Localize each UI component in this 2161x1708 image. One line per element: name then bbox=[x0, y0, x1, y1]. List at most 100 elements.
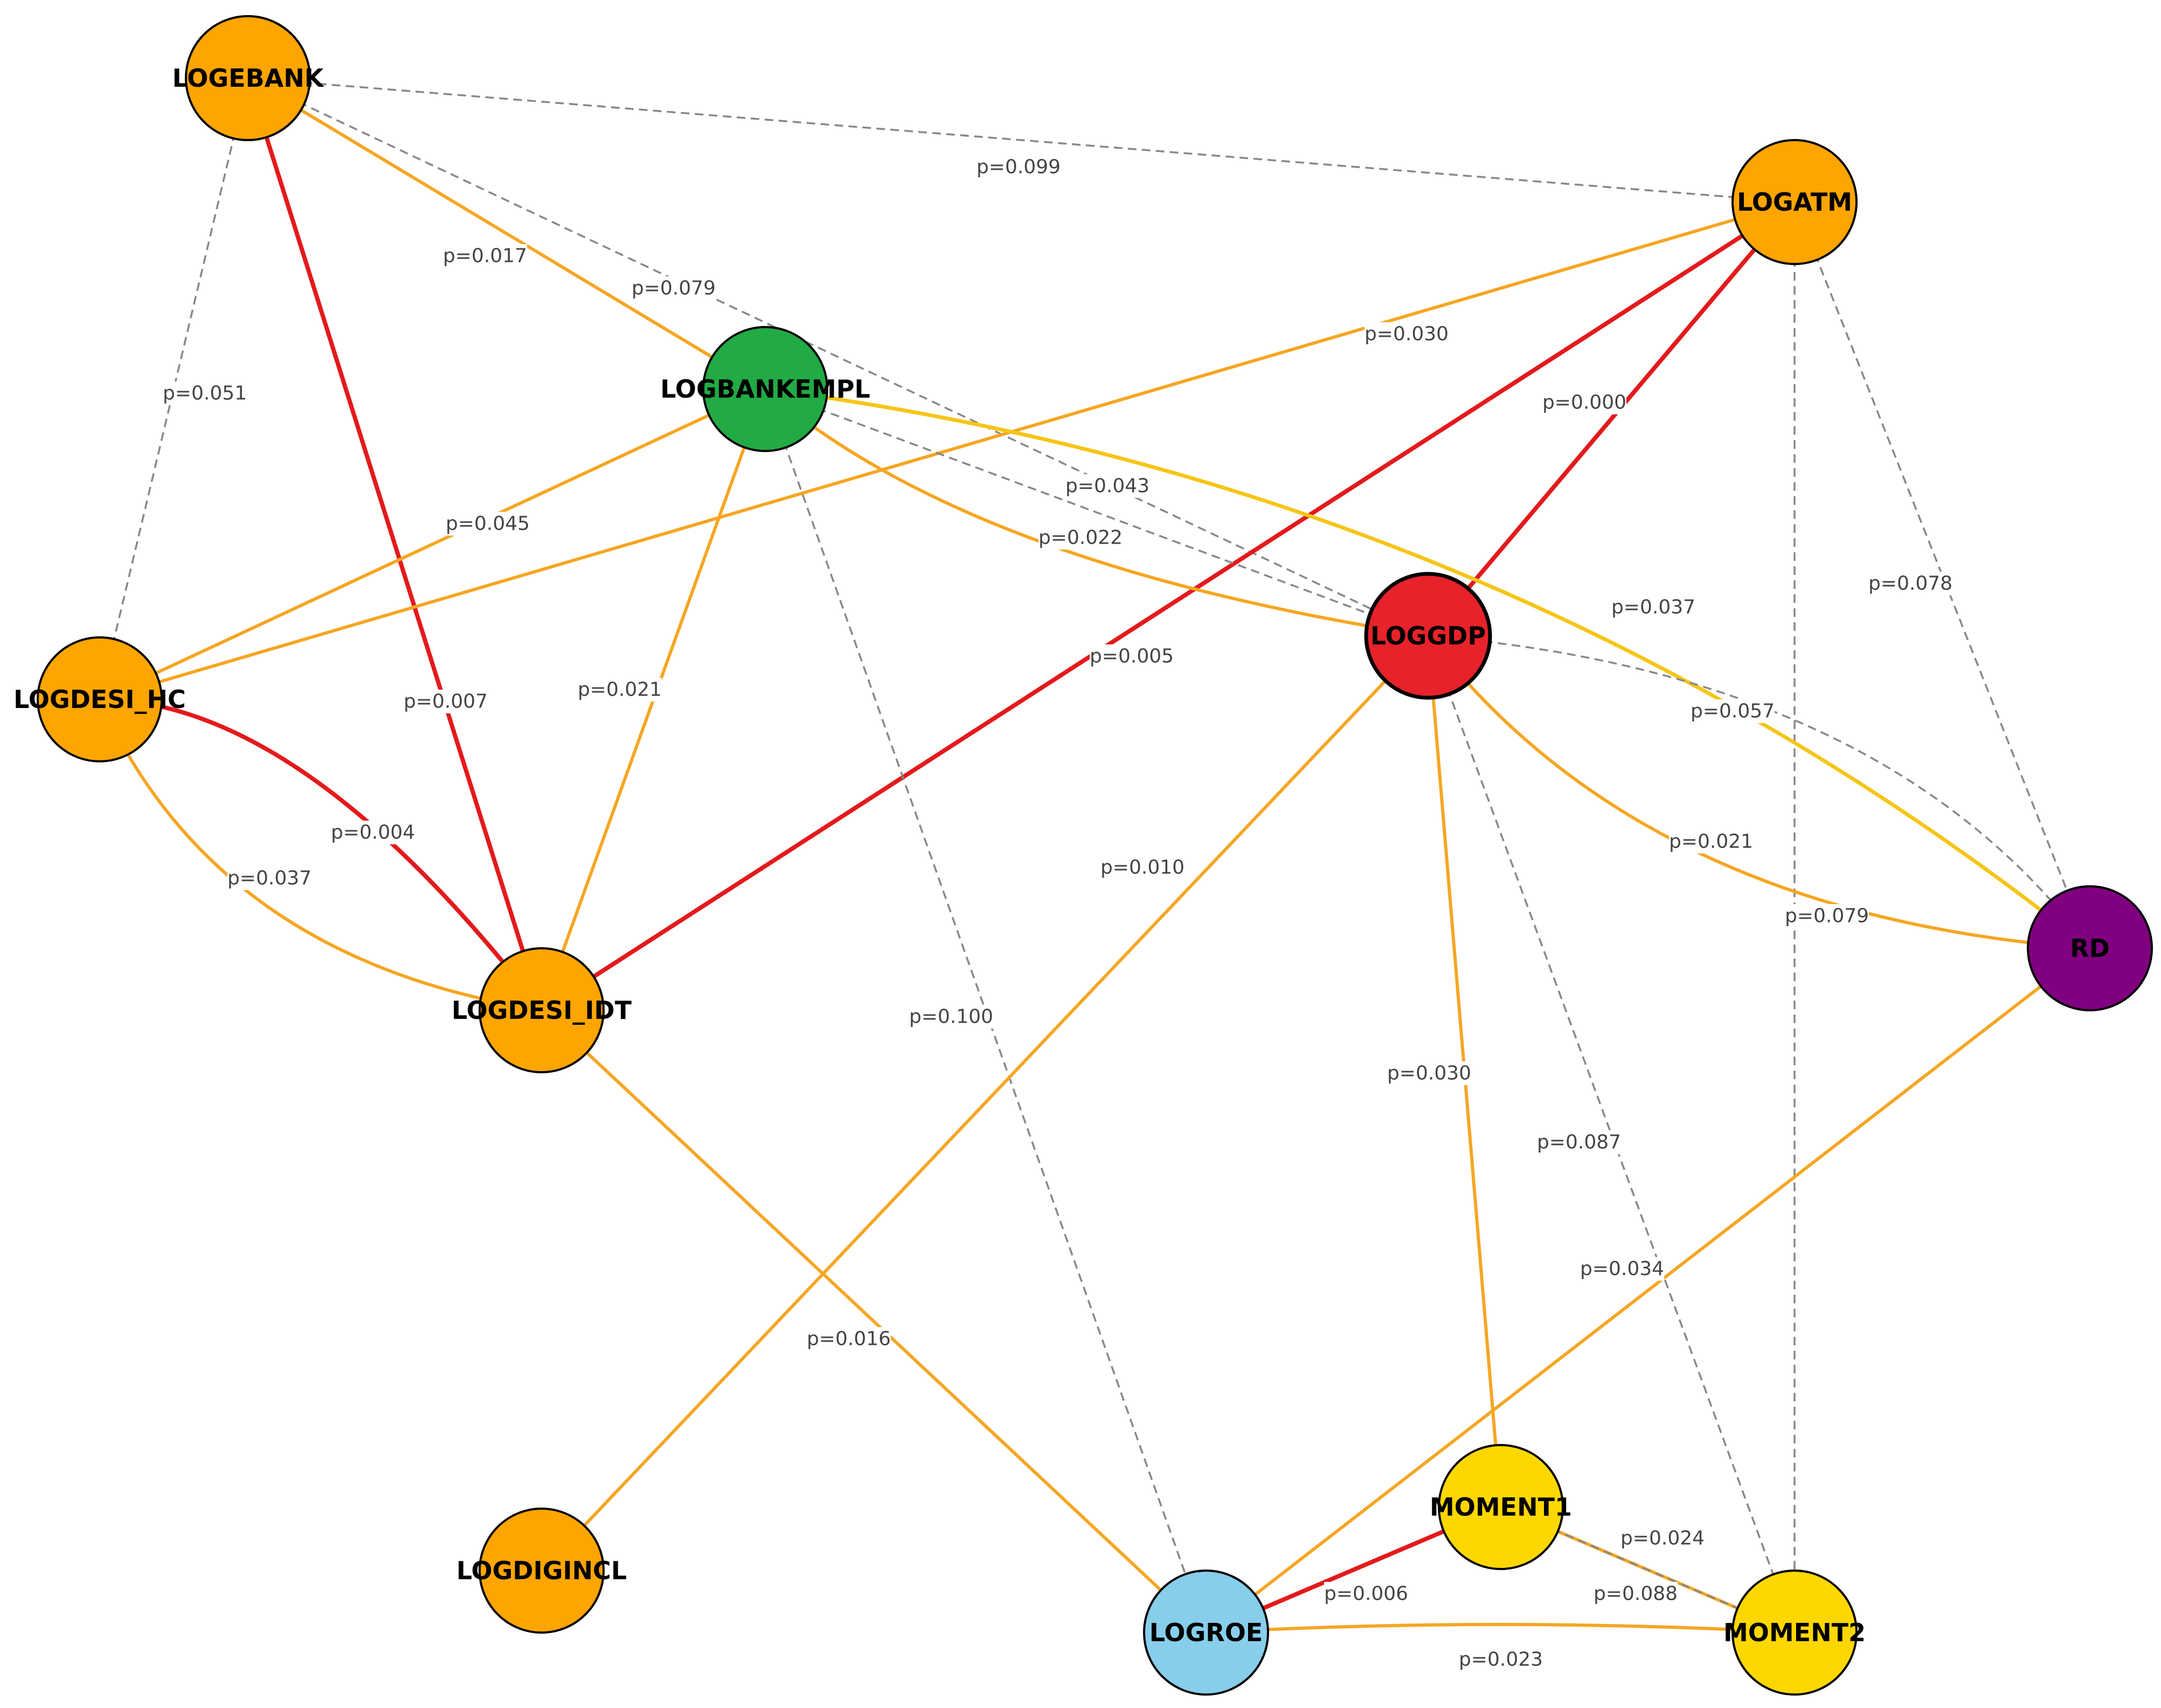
edge-logatm-loggdp bbox=[1426, 200, 1797, 637]
node-label-logbankempl: LOGBANKEMPL bbox=[660, 374, 870, 404]
edge-label-background bbox=[1868, 572, 1952, 595]
edge-label-logatm-moment2: p=0.034 bbox=[1580, 1257, 1664, 1281]
edge-label-moment1-moment2: p=0.088 bbox=[1594, 1582, 1678, 1606]
edge-logatm-logdesi_idt bbox=[540, 200, 1796, 1012]
node-label-loggdp: LOGGDP bbox=[1370, 621, 1486, 650]
edge-label-text: p=0.087 bbox=[1537, 1131, 1621, 1154]
edge-label-text: p=0.016 bbox=[807, 1328, 891, 1350]
node-logdesi_idt: LOGDESI_IDT bbox=[452, 947, 632, 1073]
edge-label-logbankempl-loggdp: p=0.043 bbox=[1065, 474, 1149, 498]
edge-label-background bbox=[331, 821, 415, 844]
edge-label-logatm-logdesi_hc: p=0.030 bbox=[1365, 322, 1449, 346]
edge-label-text: p=0.037 bbox=[1611, 596, 1695, 619]
node-label-moment2: MOMENT2 bbox=[1723, 1618, 1866, 1647]
node-circle-logdesi_hc bbox=[37, 636, 163, 762]
edge-label-text: p=0.005 bbox=[1090, 645, 1174, 668]
edge-label-text: p=0.034 bbox=[1580, 1258, 1664, 1280]
edge-label-logebank-logbankempl: p=0.017 bbox=[443, 244, 527, 268]
edge-logbankempl-rd bbox=[765, 387, 2091, 950]
edge-logbankempl-logdesi_hc bbox=[99, 387, 766, 701]
edge-label-background bbox=[1620, 1526, 1705, 1550]
node-logdesi_hc: LOGDESI_HC bbox=[13, 636, 186, 762]
edge-label-logbankempl-logdesi_hc: p=0.045 bbox=[446, 512, 530, 536]
nodes-layer: LOGEBANK LOGATM LOGBANKEMPL LOGGDP LOGDESI_H… bbox=[13, 15, 2153, 1696]
edge-label-background bbox=[807, 1327, 891, 1351]
node-logdigincl: LOGDIGINCL bbox=[456, 1508, 627, 1634]
edge-label-background bbox=[227, 866, 311, 890]
edge-label-text: p=0.100 bbox=[909, 1006, 993, 1028]
edge-label-text: p=0.099 bbox=[976, 156, 1061, 178]
edge-label-background bbox=[1611, 595, 1695, 619]
edge-label-logdesi_idt-logroe: p=0.016 bbox=[807, 1327, 891, 1351]
edge-label-background bbox=[1537, 1130, 1621, 1154]
edge-label-text: p=0.037 bbox=[227, 867, 311, 890]
edge-label-logebank-loggdp: p=0.079 bbox=[632, 276, 716, 300]
edge-label-background bbox=[1669, 830, 1753, 853]
edge-label-text: p=0.078 bbox=[1868, 573, 1952, 595]
edge-label-background bbox=[976, 155, 1061, 179]
edge-label-logroe-moment1: p=0.006 bbox=[1324, 1582, 1408, 1606]
edge-label-text: p=0.004 bbox=[331, 822, 415, 844]
edge-label-text: p=0.079 bbox=[632, 277, 716, 300]
node-label-logebank: LOGEBANK bbox=[172, 64, 325, 93]
edge-loggdp-logdigincl bbox=[540, 634, 1430, 1572]
edge-label-text: p=0.006 bbox=[1324, 1583, 1408, 1605]
edge-label-loggdp-rd: p=0.057 bbox=[1691, 699, 1775, 723]
edge-label-logbankempl-logroe: p=0.100 bbox=[909, 1005, 993, 1029]
edge-label-background bbox=[1387, 1061, 1471, 1085]
edge-logebank-logatm bbox=[247, 77, 1795, 203]
node-loggdp: LOGGDP bbox=[1364, 572, 1492, 700]
edge-label-text: p=0.007 bbox=[404, 691, 488, 713]
edge-loggdp-rd bbox=[1428, 635, 2091, 949]
edge-label-text: p=0.079 bbox=[1785, 905, 1869, 927]
node-circle-moment2 bbox=[1731, 1570, 1858, 1696]
node-label-moment1: MOMENT1 bbox=[1430, 1492, 1572, 1522]
edge-logatm-logdesi_hc bbox=[99, 200, 1795, 701]
edge-label-text: p=0.030 bbox=[1365, 323, 1449, 345]
edge-label-background bbox=[1542, 391, 1626, 414]
edge-label-loggdp-logdigincl: p=0.010 bbox=[1100, 856, 1185, 879]
edge-label-text: p=0.051 bbox=[163, 383, 247, 405]
edge-label-background bbox=[1594, 1582, 1678, 1606]
node-circle-logbankempl bbox=[702, 326, 828, 452]
node-label-logdigincl: LOGDIGINCL bbox=[456, 1556, 627, 1585]
node-label-logdesi_idt: LOGDESI_IDT bbox=[452, 996, 632, 1025]
edge-label-logatm-loggdp: p=0.000 bbox=[1542, 391, 1626, 414]
edge-logbankempl-loggdp bbox=[765, 388, 1429, 637]
node-logatm: LOGATM bbox=[1731, 139, 1858, 265]
edge-label-logatm-logdesi_idt: p=0.005 bbox=[1090, 644, 1174, 668]
edge-label-background bbox=[404, 690, 488, 713]
edge-label-background bbox=[446, 512, 530, 536]
edge-label-moment1-moment2: p=0.024 bbox=[1620, 1526, 1705, 1550]
edge-rd-logroe bbox=[1205, 947, 2091, 1634]
edge-logroe-moment2 bbox=[1206, 1623, 1795, 1634]
edge-label-logdesi_hc-logdesi_idt: p=0.004 bbox=[331, 821, 415, 844]
edge-logebank-logbankempl bbox=[247, 77, 766, 391]
edge-label-text: p=0.024 bbox=[1620, 1528, 1705, 1550]
node-logbankempl: LOGBANKEMPL bbox=[660, 326, 870, 452]
node-circle-logdesi_idt bbox=[479, 947, 605, 1073]
edge-label-logebank-logatm: p=0.099 bbox=[976, 155, 1061, 179]
edge-label-text: p=0.030 bbox=[1387, 1063, 1471, 1085]
edge-label-background bbox=[1038, 526, 1123, 550]
node-label-logatm: LOGATM bbox=[1737, 188, 1852, 217]
edge-label-background bbox=[1691, 699, 1775, 723]
edge-label-text: p=0.010 bbox=[1100, 857, 1185, 879]
edge-label-text: p=0.017 bbox=[443, 245, 527, 267]
edge-label-loggdp-moment1: p=0.030 bbox=[1387, 1061, 1471, 1085]
node-circle-logatm bbox=[1731, 139, 1858, 265]
edge-label-text: p=0.088 bbox=[1594, 1583, 1678, 1605]
node-moment2: MOMENT2 bbox=[1723, 1570, 1866, 1696]
edge-label-text: p=0.023 bbox=[1459, 1649, 1543, 1671]
edges-layer bbox=[98, 77, 2091, 1635]
edge-loggdp-moment2 bbox=[1427, 635, 1796, 1633]
edge-label-background bbox=[1100, 856, 1185, 879]
edge-label-text: p=0.022 bbox=[1038, 527, 1123, 549]
node-circle-logroe bbox=[1143, 1570, 1269, 1696]
edge-label-text: p=0.021 bbox=[1669, 831, 1753, 853]
edge-label-background bbox=[443, 244, 527, 268]
edge-label-background bbox=[1365, 322, 1449, 346]
edge-label-text: p=0.045 bbox=[446, 513, 530, 535]
edge-label-logatm-rd: p=0.078 bbox=[1868, 572, 1952, 595]
